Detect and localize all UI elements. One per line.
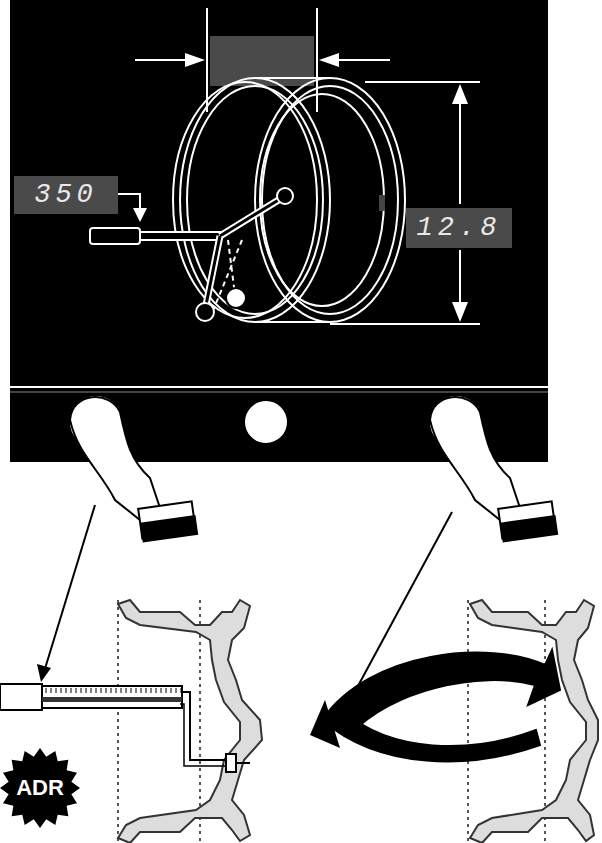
badge-text: ADR xyxy=(16,775,64,801)
adr-starburst: ADR xyxy=(0,748,80,828)
display-panel xyxy=(10,0,548,462)
panel-divider xyxy=(10,386,548,388)
display-value: 350 xyxy=(34,180,98,210)
led-display: 350 xyxy=(14,176,118,214)
led-display: 12.8 xyxy=(406,208,512,248)
display-value: 12.8 xyxy=(417,213,502,243)
